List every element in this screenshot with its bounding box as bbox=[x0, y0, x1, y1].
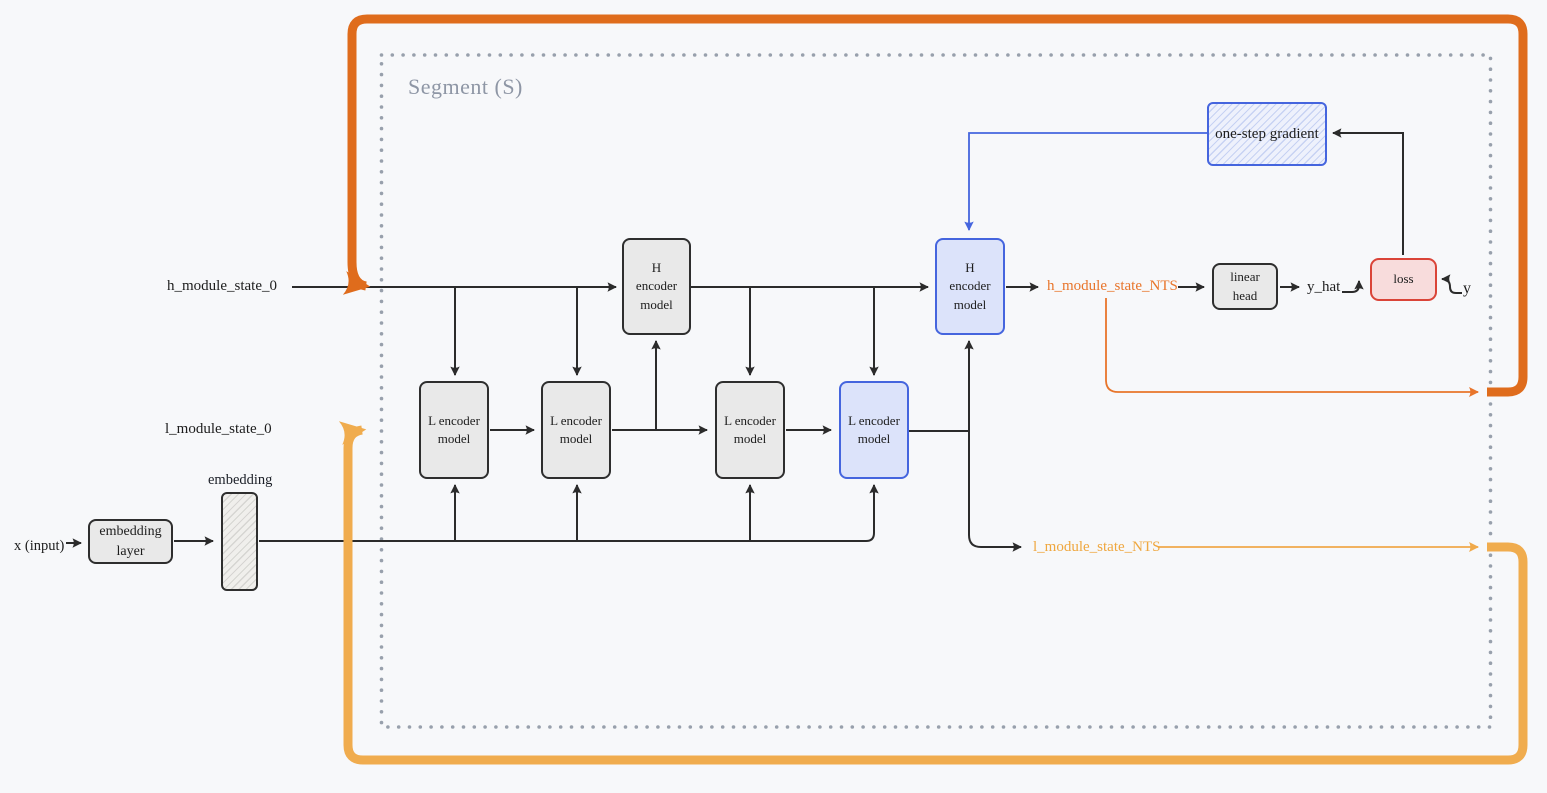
one-step-gradient-box: one-step gradient bbox=[1207, 102, 1327, 166]
embedding-layer-box: embedding layer bbox=[88, 519, 173, 564]
l-encoder-model-4: L encoder model bbox=[839, 381, 909, 479]
one-step-gradient-feedback-line bbox=[964, 132, 1207, 231]
h-encoder-model-2: H encoder model bbox=[935, 238, 1005, 335]
y-hat-label: y_hat bbox=[1307, 279, 1341, 295]
l-encoder-model-2: L encoder model bbox=[541, 381, 611, 479]
embedding-tensor-box bbox=[221, 492, 258, 591]
linear-head-box: linear head bbox=[1212, 263, 1278, 310]
l-module-state-0-label: l_module_state_0 bbox=[165, 421, 272, 437]
segment-title: Segment (S) bbox=[408, 74, 523, 99]
h-state-out-line bbox=[1105, 298, 1479, 397]
h-module-state-0-label: h_module_state_0 bbox=[167, 278, 277, 294]
h-recurrence-loop bbox=[342, 14, 1528, 397]
h-module-state-nts-label: h_module_state_NTS bbox=[1047, 278, 1178, 294]
l-recurrence-loop bbox=[338, 421, 1528, 765]
l-encoder-model-1: L encoder model bbox=[419, 381, 489, 479]
y-label: y bbox=[1463, 280, 1471, 297]
x-input-label: x (input) bbox=[14, 538, 65, 554]
l-encoder-model-3: L encoder model bbox=[715, 381, 785, 479]
h-encoder-model-1: H encoder model bbox=[622, 238, 691, 335]
l-module-state-nts-label: l_module_state_NTS bbox=[1033, 539, 1161, 555]
embedding-label: embedding bbox=[208, 472, 273, 488]
black-connectors bbox=[66, 128, 1462, 552]
loss-box: loss bbox=[1370, 258, 1437, 301]
